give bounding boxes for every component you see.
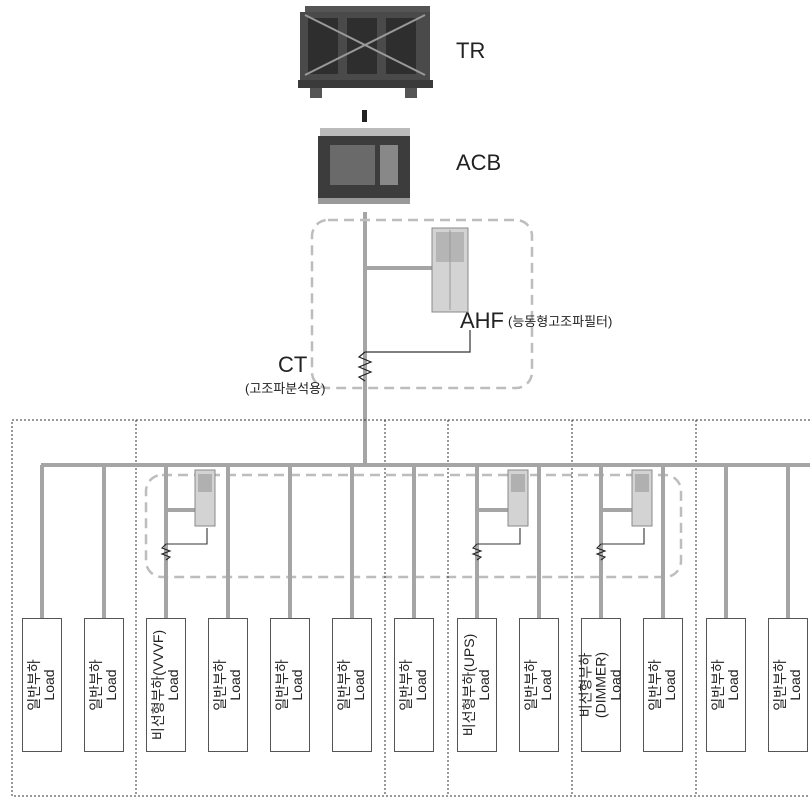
local-ahf-cabinet [597, 470, 652, 560]
transformer-image [298, 6, 433, 98]
load-box: 비선형부하(DIMMER)Load [581, 618, 621, 752]
load-type-label: 일반부하 [27, 620, 42, 750]
tr-label: TR [456, 38, 485, 64]
upper-filter-zone [312, 220, 532, 388]
load-type-label: 일반부하 [711, 620, 726, 750]
load-label: Load [228, 620, 243, 750]
load-box: 비선형부하(UPS)Load [457, 618, 497, 752]
ahf-label: AHF [460, 308, 504, 334]
local-ahf-cabinet [473, 470, 528, 560]
load-label: Load [788, 620, 803, 750]
acb-label: ACB [456, 150, 501, 176]
load-label: Load [539, 620, 554, 750]
load-type-label: 비선형부하(UPS) [462, 620, 477, 750]
load-type-label: 비선형부하(DIMMER) [579, 620, 609, 750]
local-ahf-cabinet [162, 470, 215, 560]
load-type-label: 일반부하 [773, 620, 788, 750]
load-label: Load [104, 620, 119, 750]
load-type-label: 비선형부하(VVVF) [151, 620, 166, 750]
load-type-label: 일반부하 [399, 620, 414, 750]
load-type-label: 일반부하 [275, 620, 290, 750]
load-type-label: 일반부하 [213, 620, 228, 750]
load-box: 비선형부하(VVVF)Load [146, 618, 186, 752]
ahf-note: (능동형고조파필터) [508, 311, 612, 330]
ahf-cabinet [432, 228, 468, 312]
load-label: Load [290, 620, 305, 750]
load-type-label: 일반부하 [648, 620, 663, 750]
load-type-label: 일반부하 [524, 620, 539, 750]
load-type-label: 일반부하 [89, 620, 104, 750]
load-label: Load [663, 620, 678, 750]
load-label: Load [609, 620, 624, 750]
acb-image [318, 128, 410, 204]
load-label: Load [166, 620, 181, 750]
ct-note: (고조파분석용) [245, 378, 325, 397]
load-label: Load [42, 620, 57, 750]
load-type-label: 일반부하 [337, 620, 352, 750]
load-label: Load [477, 620, 492, 750]
load-label: Load [352, 620, 367, 750]
load-label: Load [414, 620, 429, 750]
ct-label: CT [278, 352, 307, 378]
load-label: Load [726, 620, 741, 750]
